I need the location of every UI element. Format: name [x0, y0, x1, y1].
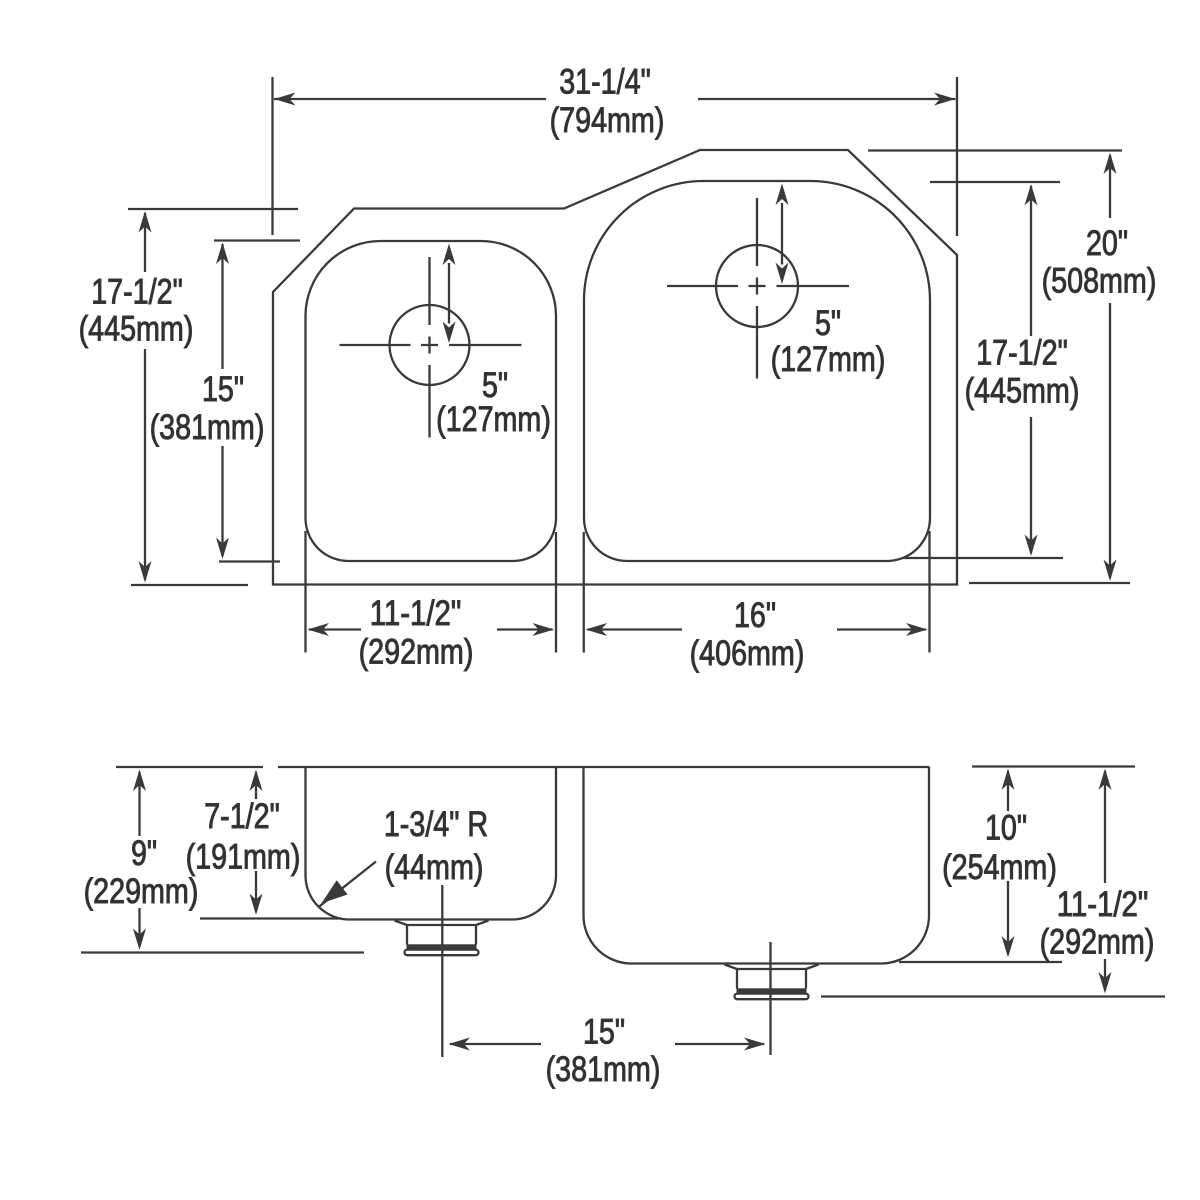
svg-text:31-1/4": 31-1/4" [559, 63, 651, 102]
svg-text:(794mm): (794mm) [550, 101, 665, 140]
svg-text:11-1/2": 11-1/2" [1057, 885, 1149, 924]
svg-text:5": 5" [482, 366, 508, 405]
svg-text:17-1/2": 17-1/2" [91, 273, 183, 312]
svg-text:(381mm): (381mm) [150, 408, 265, 447]
svg-text:10": 10" [985, 809, 1027, 848]
svg-text:(44mm): (44mm) [385, 848, 484, 887]
svg-text:(254mm): (254mm) [942, 848, 1057, 887]
svg-text:15": 15" [583, 1013, 625, 1052]
svg-text:(292mm): (292mm) [359, 633, 474, 672]
svg-text:17-1/2": 17-1/2" [976, 334, 1068, 373]
svg-text:7-1/2": 7-1/2" [204, 797, 280, 836]
svg-text:(292mm): (292mm) [1040, 923, 1155, 962]
svg-text:(445mm): (445mm) [79, 310, 194, 349]
svg-text:15": 15" [202, 370, 244, 409]
svg-text:1-3/4" R: 1-3/4" R [384, 805, 488, 844]
svg-text:(406mm): (406mm) [690, 634, 805, 673]
svg-text:(381mm): (381mm) [546, 1050, 661, 1089]
svg-text:(191mm): (191mm) [186, 838, 301, 877]
svg-text:(445mm): (445mm) [965, 372, 1080, 411]
svg-text:(229mm): (229mm) [84, 872, 199, 911]
svg-text:9": 9" [131, 834, 157, 873]
svg-text:16": 16" [734, 596, 776, 635]
svg-text:5": 5" [815, 304, 841, 343]
svg-text:20": 20" [1086, 224, 1128, 263]
svg-text:11-1/2": 11-1/2" [370, 594, 462, 633]
svg-text:(508mm): (508mm) [1042, 262, 1157, 301]
svg-text:(127mm): (127mm) [771, 340, 886, 379]
svg-text:(127mm): (127mm) [436, 400, 551, 439]
